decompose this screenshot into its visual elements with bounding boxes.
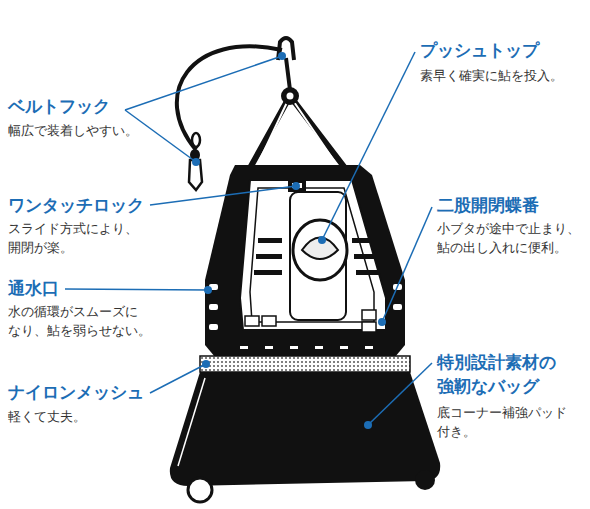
callout-text: 軽くて丈夫。 [8,407,178,426]
bag [170,372,440,486]
nylon-mesh [200,356,410,372]
callout-text: 底コーナー補強パッド 付き。 [437,403,582,441]
belt-hook [189,133,202,190]
callout-text: 小ブタが途中で止まり、 鮎の出し入れに便利。 [437,219,587,257]
callout-title: ベルトフック [8,94,178,118]
push-top [293,220,347,280]
leader-lines [65,52,432,425]
strap [256,96,339,168]
callout-title: ナイロンメッシュ [8,380,178,404]
callout-text: 幅広で装着しやすい。 [8,121,178,140]
rim-marks [240,346,373,349]
shackle [278,38,294,60]
channel [290,192,346,320]
callout-title: 二股開閉蝶番 [437,193,587,217]
corner-pad [415,470,435,490]
bag-edge [178,378,205,466]
strap [250,96,345,168]
callout-text: 素早く確実に鮎を投入。 [420,66,585,85]
leader-dots [192,52,386,429]
ring [281,87,299,105]
lid [240,180,386,330]
lid-slots [254,238,380,275]
callout-text: スライド方式により、 開閉が楽。 [8,219,153,257]
callout-title: ワンタッチロック [8,193,178,217]
callout-title: プッシュトップ [420,38,585,62]
strap [286,58,290,90]
corner-pad [188,478,212,502]
water-inlet [209,284,402,330]
hinge [245,310,376,332]
callout-text: 水の循環がスムーズに なり、鮎を弱らせない。 [8,302,160,340]
ring [287,93,294,100]
callout-title: 特別設計素材の 強靭なバッグ [437,350,567,398]
callout-title: 通水口 [8,276,178,300]
